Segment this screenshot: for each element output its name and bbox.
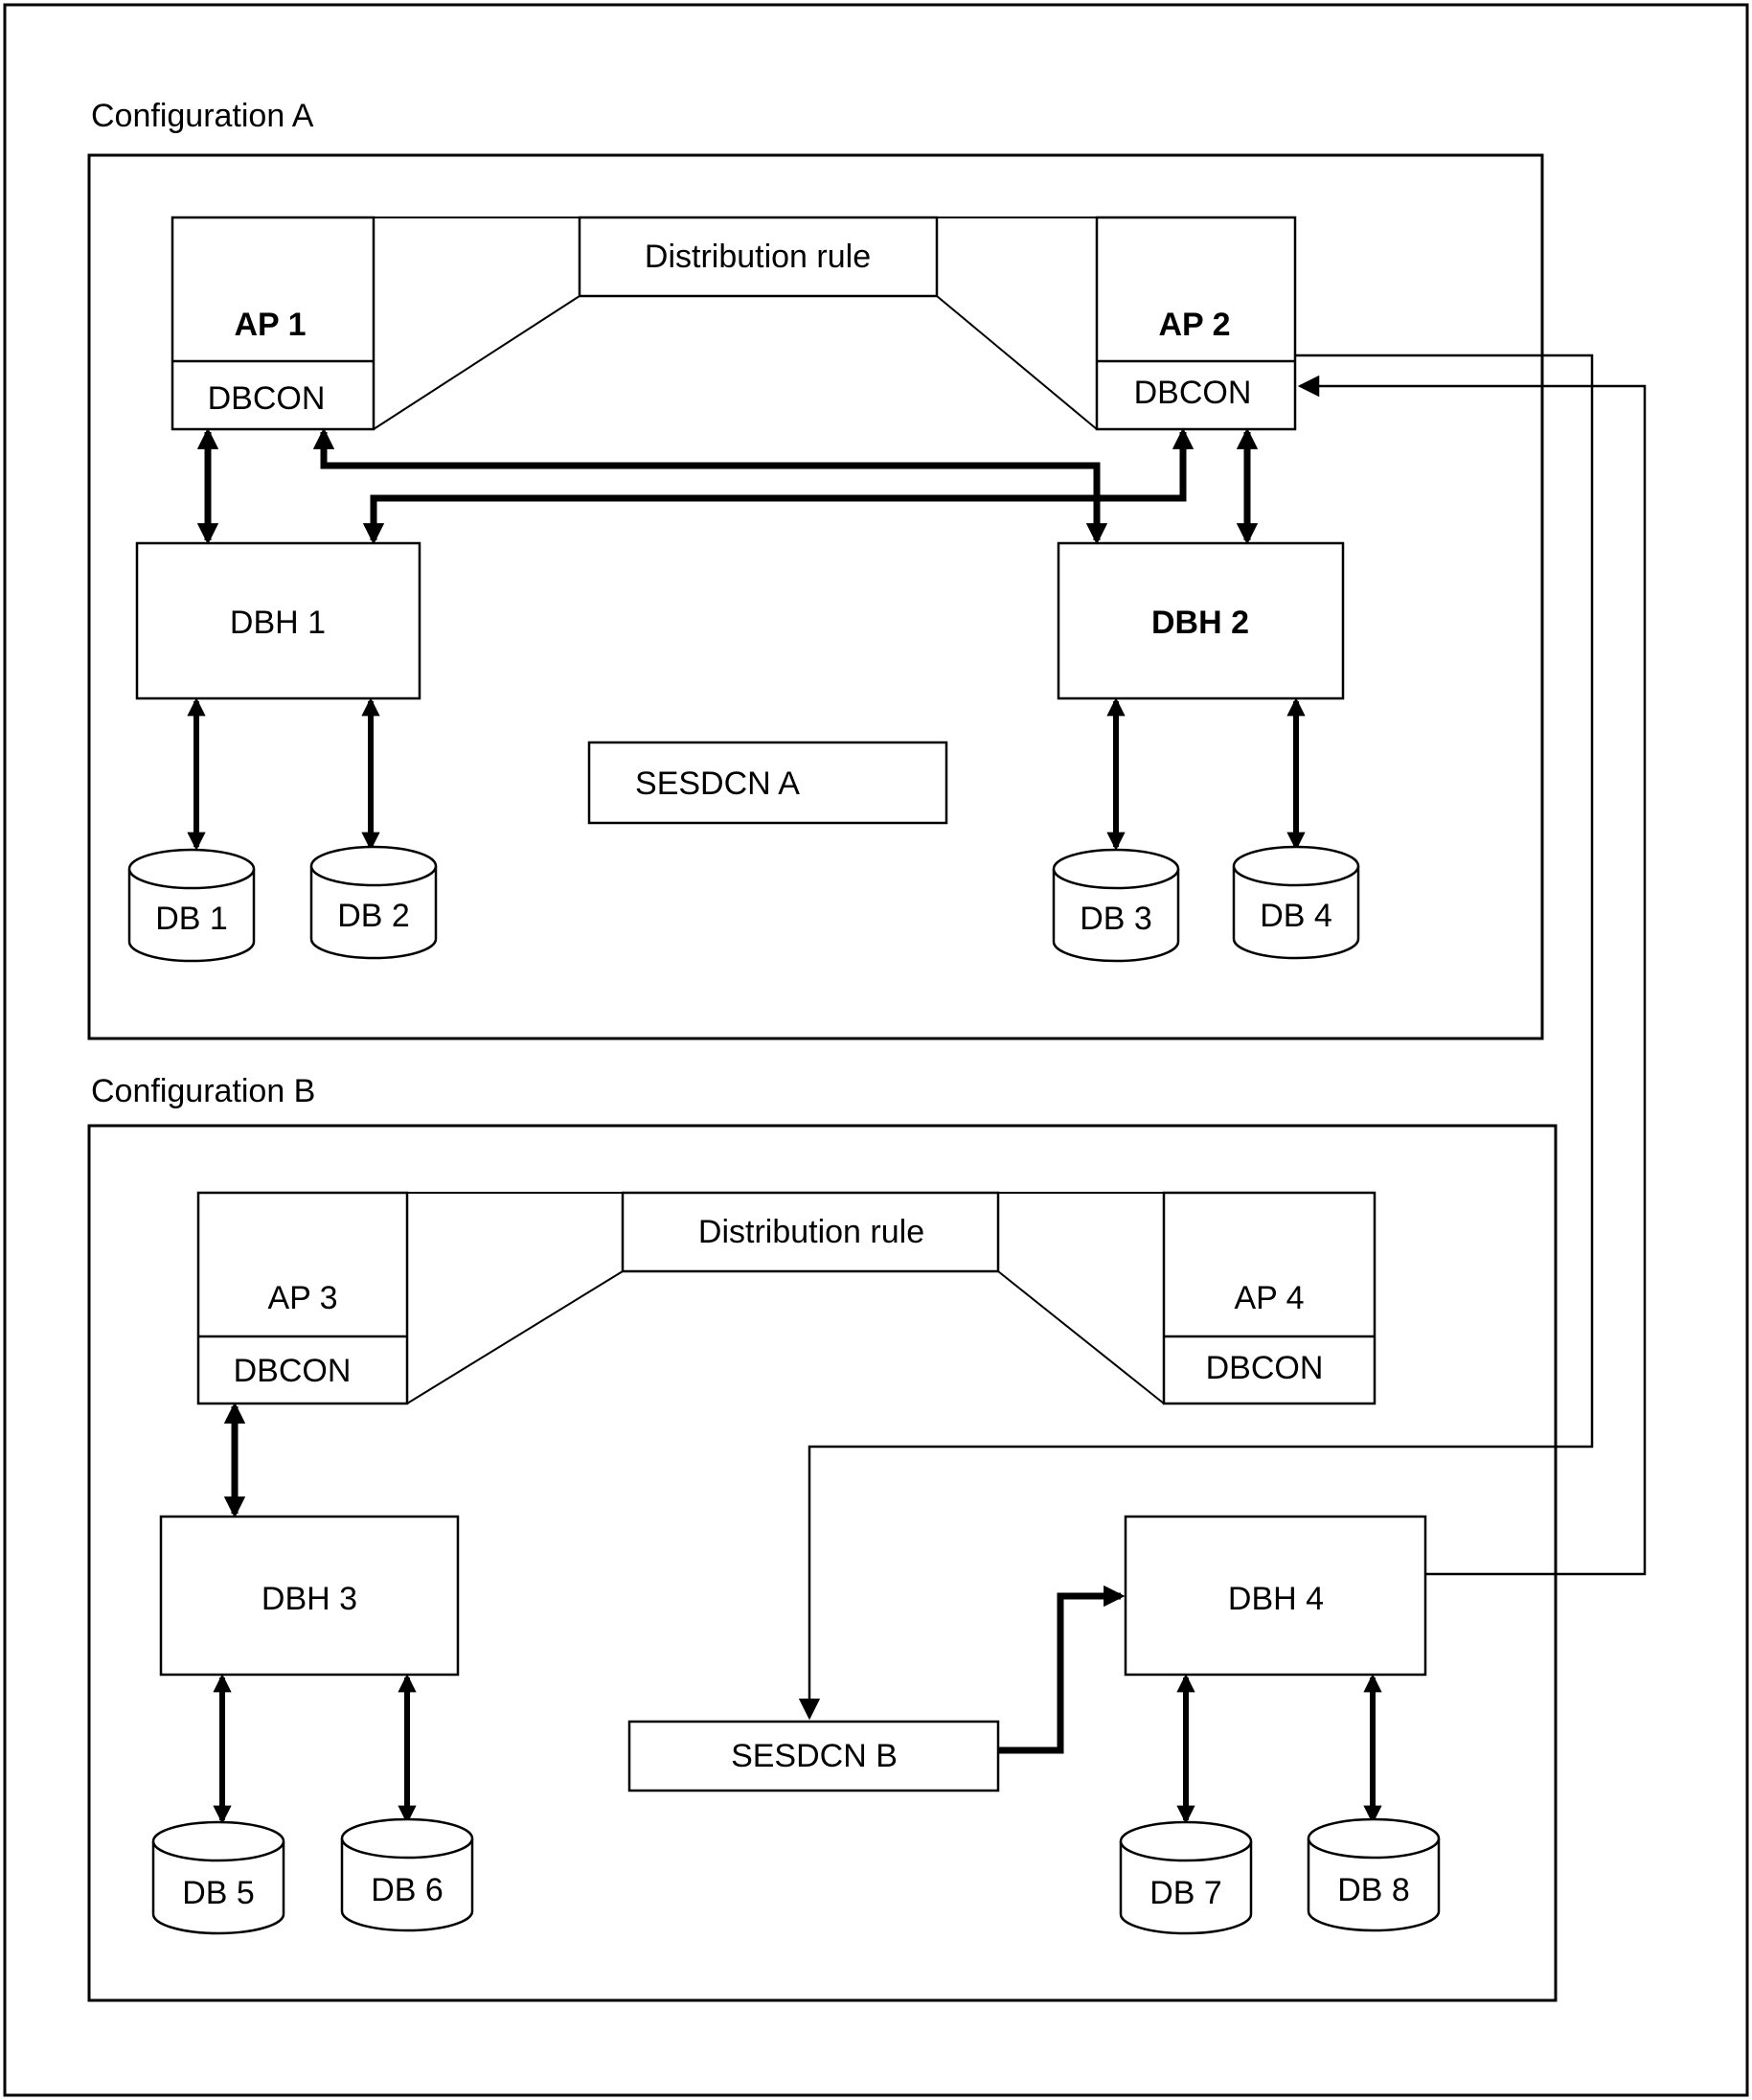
dbh4-box: DBH 4 (1124, 1515, 1427, 1677)
ap2-box: AP 2 DBCON (1095, 216, 1297, 431)
svg-text:SESDCN B: SESDCN B (731, 1738, 898, 1774)
svg-text:DB 4: DB 4 (1260, 898, 1332, 934)
dbh1-box: DBH 1 (135, 541, 421, 700)
dist-rule-a-line-bottom-right (936, 295, 1098, 430)
svg-text:DBH 1: DBH 1 (230, 605, 326, 641)
ap1-label: AP 1 (235, 307, 307, 343)
svg-text:DB 5: DB 5 (182, 1875, 255, 1911)
config-b-frame (87, 1124, 1558, 2002)
ap3-box: AP 3 DBCON (196, 1191, 409, 1405)
sesdcn-a-box: SESDCN A (587, 741, 948, 825)
svg-text:Distribution rule: Distribution rule (698, 1214, 924, 1250)
db3-cylinder: DB 3 (1052, 848, 1180, 963)
db2-cylinder: DB 2 (309, 845, 438, 960)
svg-text:DB 7: DB 7 (1149, 1875, 1222, 1911)
config-a-frame (87, 153, 1544, 1040)
db8-cylinder: DB 8 (1307, 1817, 1441, 1932)
dbh2-box: DBH 2 (1057, 541, 1345, 700)
svg-text:DB 2: DB 2 (337, 898, 410, 934)
svg-text:Distribution rule: Distribution rule (645, 239, 871, 275)
config-a-title: Configuration A (91, 98, 314, 134)
arrow-sesdcn-b-dbh4 (998, 1585, 1126, 1754)
ap4-dbcon-label: DBCON (1206, 1350, 1324, 1386)
sesdcn-b-box: SESDCN B (627, 1720, 1000, 1792)
svg-text:SESDCN A: SESDCN A (635, 765, 800, 802)
db4-cylinder: DB 4 (1232, 845, 1360, 960)
svg-text:DBH 2: DBH 2 (1151, 605, 1249, 641)
ap2-label: AP 2 (1159, 307, 1231, 343)
dbh3-box: DBH 3 (159, 1515, 460, 1677)
outer-frame (3, 3, 1749, 2097)
distribution-rule-a: Distribution rule (578, 216, 939, 298)
link-ap2-to-sesdcn-b (798, 354, 1594, 1721)
dist-rule-b-line-bottom-left (406, 1270, 624, 1404)
db6-cylinder: DB 6 (340, 1817, 474, 1932)
dist-rule-b-line-bottom-right (997, 1270, 1165, 1404)
svg-text:DB 1: DB 1 (155, 901, 228, 937)
db1-cylinder: DB 1 (127, 848, 256, 963)
ap4-box: AP 4 DBCON (1162, 1191, 1377, 1405)
ap3-label: AP 3 (267, 1280, 337, 1316)
ap2-dbcon-label: DBCON (1134, 375, 1252, 411)
svg-text:DB 3: DB 3 (1080, 901, 1152, 937)
db5-cylinder: DB 5 (151, 1820, 285, 1935)
config-b-title: Configuration B (91, 1073, 315, 1109)
link-dbh4-to-ap2-dbcon (1297, 375, 1647, 1576)
ap4-label: AP 4 (1234, 1280, 1304, 1316)
svg-text:DBH 3: DBH 3 (262, 1581, 357, 1617)
svg-text:DB 6: DB 6 (371, 1872, 444, 1908)
ap1-box: AP 1 DBCON (171, 216, 375, 431)
distribution-rule-b: Distribution rule (621, 1191, 1000, 1273)
svg-text:DB 8: DB 8 (1337, 1872, 1410, 1908)
arrow-ap1-dbh2 (312, 427, 1108, 545)
svg-text:DBH 4: DBH 4 (1228, 1581, 1324, 1617)
dist-rule-a-line-bottom-left (373, 295, 580, 430)
ap3-dbcon-label: DBCON (234, 1353, 352, 1389)
arrow-ap2-dbh1 (362, 427, 1195, 545)
ap1-dbcon-label: DBCON (208, 380, 326, 417)
db7-cylinder: DB 7 (1119, 1820, 1253, 1935)
